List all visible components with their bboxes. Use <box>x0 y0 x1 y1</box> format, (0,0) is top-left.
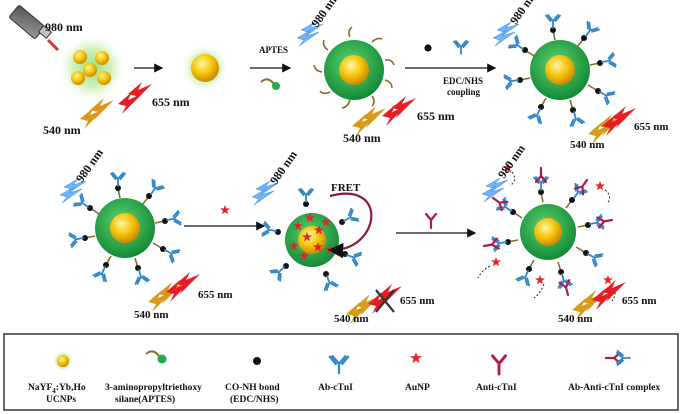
legend-aunp: AuNP <box>405 383 430 393</box>
legend-aptes-icon <box>145 350 167 364</box>
legend-ucnp-line1: NaYF4:Yb,Ho <box>28 383 86 395</box>
legend-complex: Ab-Anti-cTnI complex <box>568 383 660 393</box>
aunp-star-icon <box>220 205 230 215</box>
excitation-label-1: 980 nm <box>45 20 83 34</box>
emission-bolts-2 <box>352 96 416 136</box>
excitation-label-3: 980 nm <box>507 0 540 27</box>
aptes-coated-ucnp <box>313 26 395 109</box>
coupling-label: coupling <box>447 87 481 97</box>
excitation-label-2: 980 nm <box>308 0 341 30</box>
emission-655-label-6: 655 nm <box>622 295 657 307</box>
legend-bond-line2: (EDC/NHS) <box>230 394 279 405</box>
emission-540-label-2: 540 nm <box>343 131 381 145</box>
excitation-label-6: 980 nm <box>495 142 528 181</box>
legend-bond-line1: CO-NH bond <box>225 383 280 393</box>
legend-ucnp-line2: UCNPs <box>46 395 76 405</box>
legend-anticTnI: Anti-cTnI <box>476 383 517 393</box>
emission-655-label-4: 655 nm <box>198 289 233 301</box>
aptes-molecule-icon <box>260 78 280 90</box>
legend-aptes-line1: 3-aminopropyltriethoxy <box>105 383 202 393</box>
fret-arrow <box>327 192 373 259</box>
emission-540-label-6: 540 nm <box>558 313 593 325</box>
emission-540-label-5: 540 nm <box>334 313 369 325</box>
emission-540-label-3: 540 nm <box>570 139 605 151</box>
legend-ucnp-icon <box>52 350 74 372</box>
single-ucnp <box>181 44 229 92</box>
bond-dot-icon <box>424 44 432 52</box>
fret-ucnp-complex <box>261 188 363 292</box>
emission-655-label-2: 655 nm <box>417 109 455 123</box>
emission-540-label-1: 540 nm <box>43 123 81 137</box>
emission-655-label-3: 655 nm <box>634 121 669 133</box>
anti-ctni-icon <box>424 212 438 230</box>
ucnp-cluster <box>58 34 126 102</box>
antibody-ucnp-2 <box>68 172 182 286</box>
antibody-icon <box>453 40 469 55</box>
emission-655-label-1: 655 nm <box>152 95 190 109</box>
fret-label: FRET <box>331 182 361 194</box>
aptes-label: APTES <box>259 45 288 55</box>
excitation-label-4: 980 nm <box>73 146 106 185</box>
emission-bolts-4 <box>148 272 200 312</box>
legend-aptes-line2: silane(APTES) <box>115 394 175 405</box>
legend-bond-icon <box>253 357 261 365</box>
laser-device-icon <box>9 5 60 52</box>
released-complex-ucnp <box>482 166 614 298</box>
emission-655-label-5: 655 nm <box>400 295 435 307</box>
legend-box <box>3 333 679 411</box>
edc-label: EDC/NHS <box>443 76 483 86</box>
legend-abctni: Ab-cTnI <box>318 383 353 393</box>
excitation-label-5: 980 nm <box>267 148 300 187</box>
emission-540-label-4: 540 nm <box>134 309 169 321</box>
antibody-ucnp-1 <box>503 14 617 128</box>
quenched-emission-bolts <box>346 284 402 324</box>
